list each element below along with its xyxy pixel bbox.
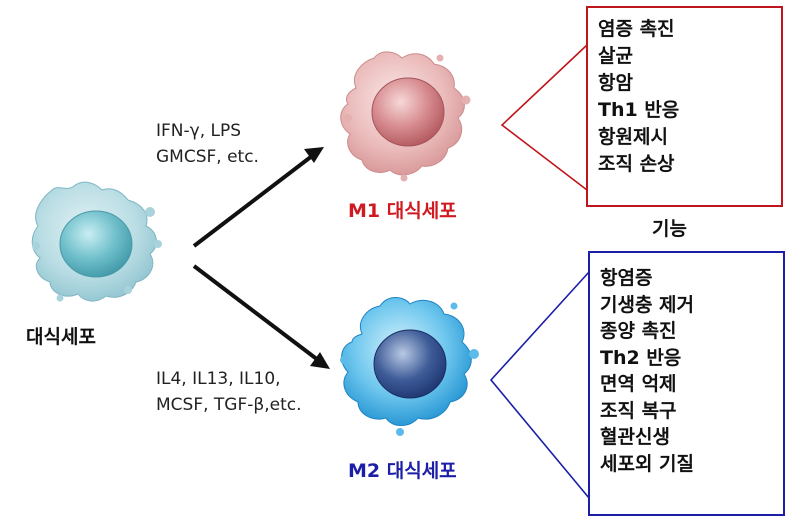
source-cell-label: 대식세포 xyxy=(26,326,96,348)
m1-macrophage-cell xyxy=(340,51,471,182)
m1-function-item: Th1 반응 xyxy=(598,99,680,121)
m2-function-item: 세포외 기질 xyxy=(600,452,695,475)
m2-title: M2 대식세포 xyxy=(348,460,457,482)
arrow-to-m2 xyxy=(192,264,330,369)
m1-function-item: 염증 촉진 xyxy=(598,18,675,40)
m1-stimuli-line: IFN-γ, LPS xyxy=(156,121,242,141)
m2-stimuli: IL4, IL13, IL10, MCSF, TGF-β,etc. xyxy=(156,366,302,418)
m2-function-item: 종양 촉진 xyxy=(600,320,677,342)
m1-function-item: 조직 손상 xyxy=(598,153,675,175)
macrophage-nucleus xyxy=(59,210,133,278)
m1-function-item: 항원제시 xyxy=(598,126,668,148)
m2-nucleus xyxy=(373,329,447,399)
m2-callout-pointer xyxy=(489,271,590,499)
m1-function-item: 살균 xyxy=(598,45,633,67)
m1-stimuli: IFN-γ, LPS GMCSF, etc. xyxy=(156,118,259,170)
m2-function-box: 항염증 기생충 제거 종양 촉진 Th2 반응 면역 억제 조직 복구 혈관신생… xyxy=(588,251,785,516)
m2-stimuli-line: IL4, IL13, IL10, xyxy=(156,369,281,389)
m2-function-item: Th2 반응 xyxy=(600,346,682,369)
m2-function-item: 면역 억제 xyxy=(600,373,677,395)
m2-function-item: 기생충 제거 xyxy=(600,293,695,316)
m1-title: M1 대식세포 xyxy=(348,200,457,222)
m1-function-box: 염증 촉진 살균 항암 Th1 반응 항원제시 조직 손상 xyxy=(586,6,783,207)
m1-function-item: 항암 xyxy=(598,72,633,94)
m1-callout-pointer xyxy=(500,44,588,191)
m2-function-item: 혈관신생 xyxy=(600,426,670,448)
m2-macrophage-cell xyxy=(340,297,479,436)
m2-function-item: 항염증 xyxy=(600,267,653,289)
m2-stimuli-line: MCSF, TGF-β,etc. xyxy=(156,395,302,415)
macrophage-cell xyxy=(31,181,162,302)
function-header: 기능 xyxy=(652,218,687,240)
arrow-to-m1 xyxy=(192,147,324,248)
m2-function-item: 조직 복구 xyxy=(600,399,677,422)
m1-stimuli-line: GMCSF, etc. xyxy=(156,147,259,167)
m1-nucleus xyxy=(371,77,445,147)
